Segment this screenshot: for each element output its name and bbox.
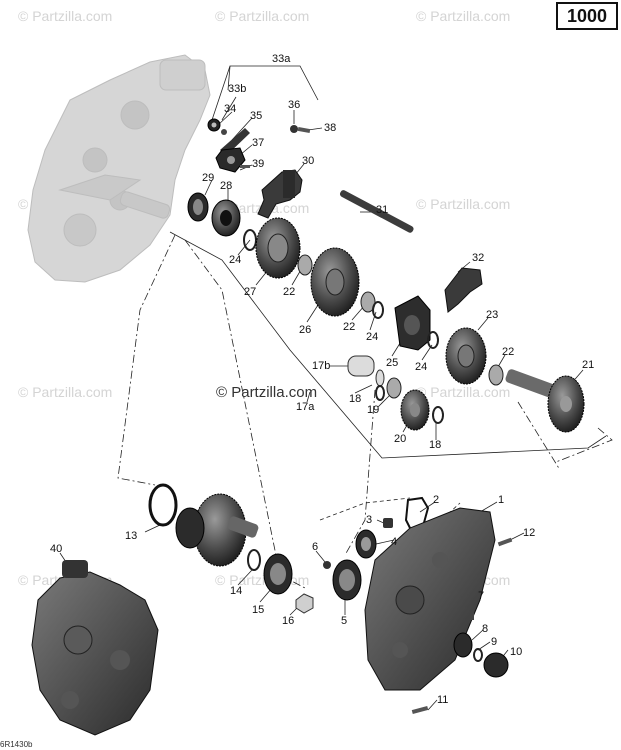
lower-assembly — [148, 483, 513, 715]
watermark-center: © Partzilla.com — [216, 384, 318, 401]
callout-7: 7 — [478, 590, 484, 602]
callout-16: 16 — [282, 615, 294, 627]
diagram-code: 6R1430b — [0, 740, 33, 749]
callout-24: 24 — [229, 254, 241, 266]
callout-34: 34 — [224, 103, 236, 115]
callout-30: 30 — [302, 155, 314, 167]
callout-13: 13 — [125, 530, 137, 542]
watermark: © Partzilla.com — [215, 8, 310, 24]
watermark: © Partzilla.com — [18, 8, 113, 24]
callout-36: 36 — [288, 99, 300, 111]
callout-32: 32 — [472, 252, 484, 264]
callout-3: 3 — [366, 514, 372, 526]
callout-27: 27 — [244, 286, 256, 298]
transmission-assembly — [31, 560, 159, 736]
watermark: © Partzilla.com — [416, 384, 511, 400]
callout-10: 10 — [510, 646, 522, 658]
callout-6: 6 — [312, 541, 318, 553]
callout-12: 12 — [523, 527, 535, 539]
callout-28: 28 — [220, 180, 232, 192]
callout-19: 19 — [367, 404, 379, 416]
callout-24: 24 — [415, 361, 427, 373]
callout-8: 8 — [482, 623, 488, 635]
callout-20: 20 — [394, 433, 406, 445]
watermark: © Partzilla.com — [18, 384, 113, 400]
gear-stack — [243, 217, 585, 433]
callout-38: 38 — [324, 122, 336, 134]
watermark: © Partzilla.com — [416, 8, 511, 24]
callout-17a: 17a — [296, 401, 315, 413]
callout-37: 37 — [252, 137, 264, 149]
callout-22: 22 — [502, 346, 514, 358]
callout-26: 26 — [299, 324, 311, 336]
watermark: © Partzilla.com — [416, 196, 511, 212]
callout-11: 11 — [437, 694, 448, 706]
callout-39: 39 — [252, 158, 264, 170]
callout-1: 1 — [498, 494, 504, 506]
callout-15: 15 — [252, 604, 264, 616]
callout-40: 40 — [50, 543, 62, 555]
callout-17b: 17b — [312, 360, 330, 372]
callout-2: 2 — [433, 494, 439, 506]
callout-18: 18 — [429, 439, 441, 451]
callout-31: 31 — [376, 204, 388, 216]
crankcase-half-ghost — [27, 54, 211, 283]
callout-29: 29 — [202, 172, 214, 184]
callout-4: 4 — [391, 536, 397, 548]
callout-18: 18 — [349, 393, 361, 405]
callout-5: 5 — [341, 615, 347, 627]
callout-24: 24 — [366, 331, 378, 343]
callout-25: 25 — [386, 357, 398, 369]
page-number-box: 1000 — [556, 2, 618, 30]
callout-22: 22 — [283, 286, 295, 298]
shift-parts-upper — [187, 118, 414, 237]
callout-35: 35 — [250, 110, 262, 122]
callout-14: 14 — [230, 585, 242, 597]
callout-22: 22 — [343, 321, 355, 333]
callout-33b: 33b — [228, 83, 246, 95]
callout-33a: 33a — [272, 53, 291, 65]
callout-23: 23 — [486, 309, 498, 321]
callout-9: 9 — [491, 636, 497, 648]
callout-21: 21 — [582, 359, 594, 371]
callout-labels: 33a 33b 34 35 36 38 37 39 30 29 28 31 24… — [50, 53, 594, 706]
